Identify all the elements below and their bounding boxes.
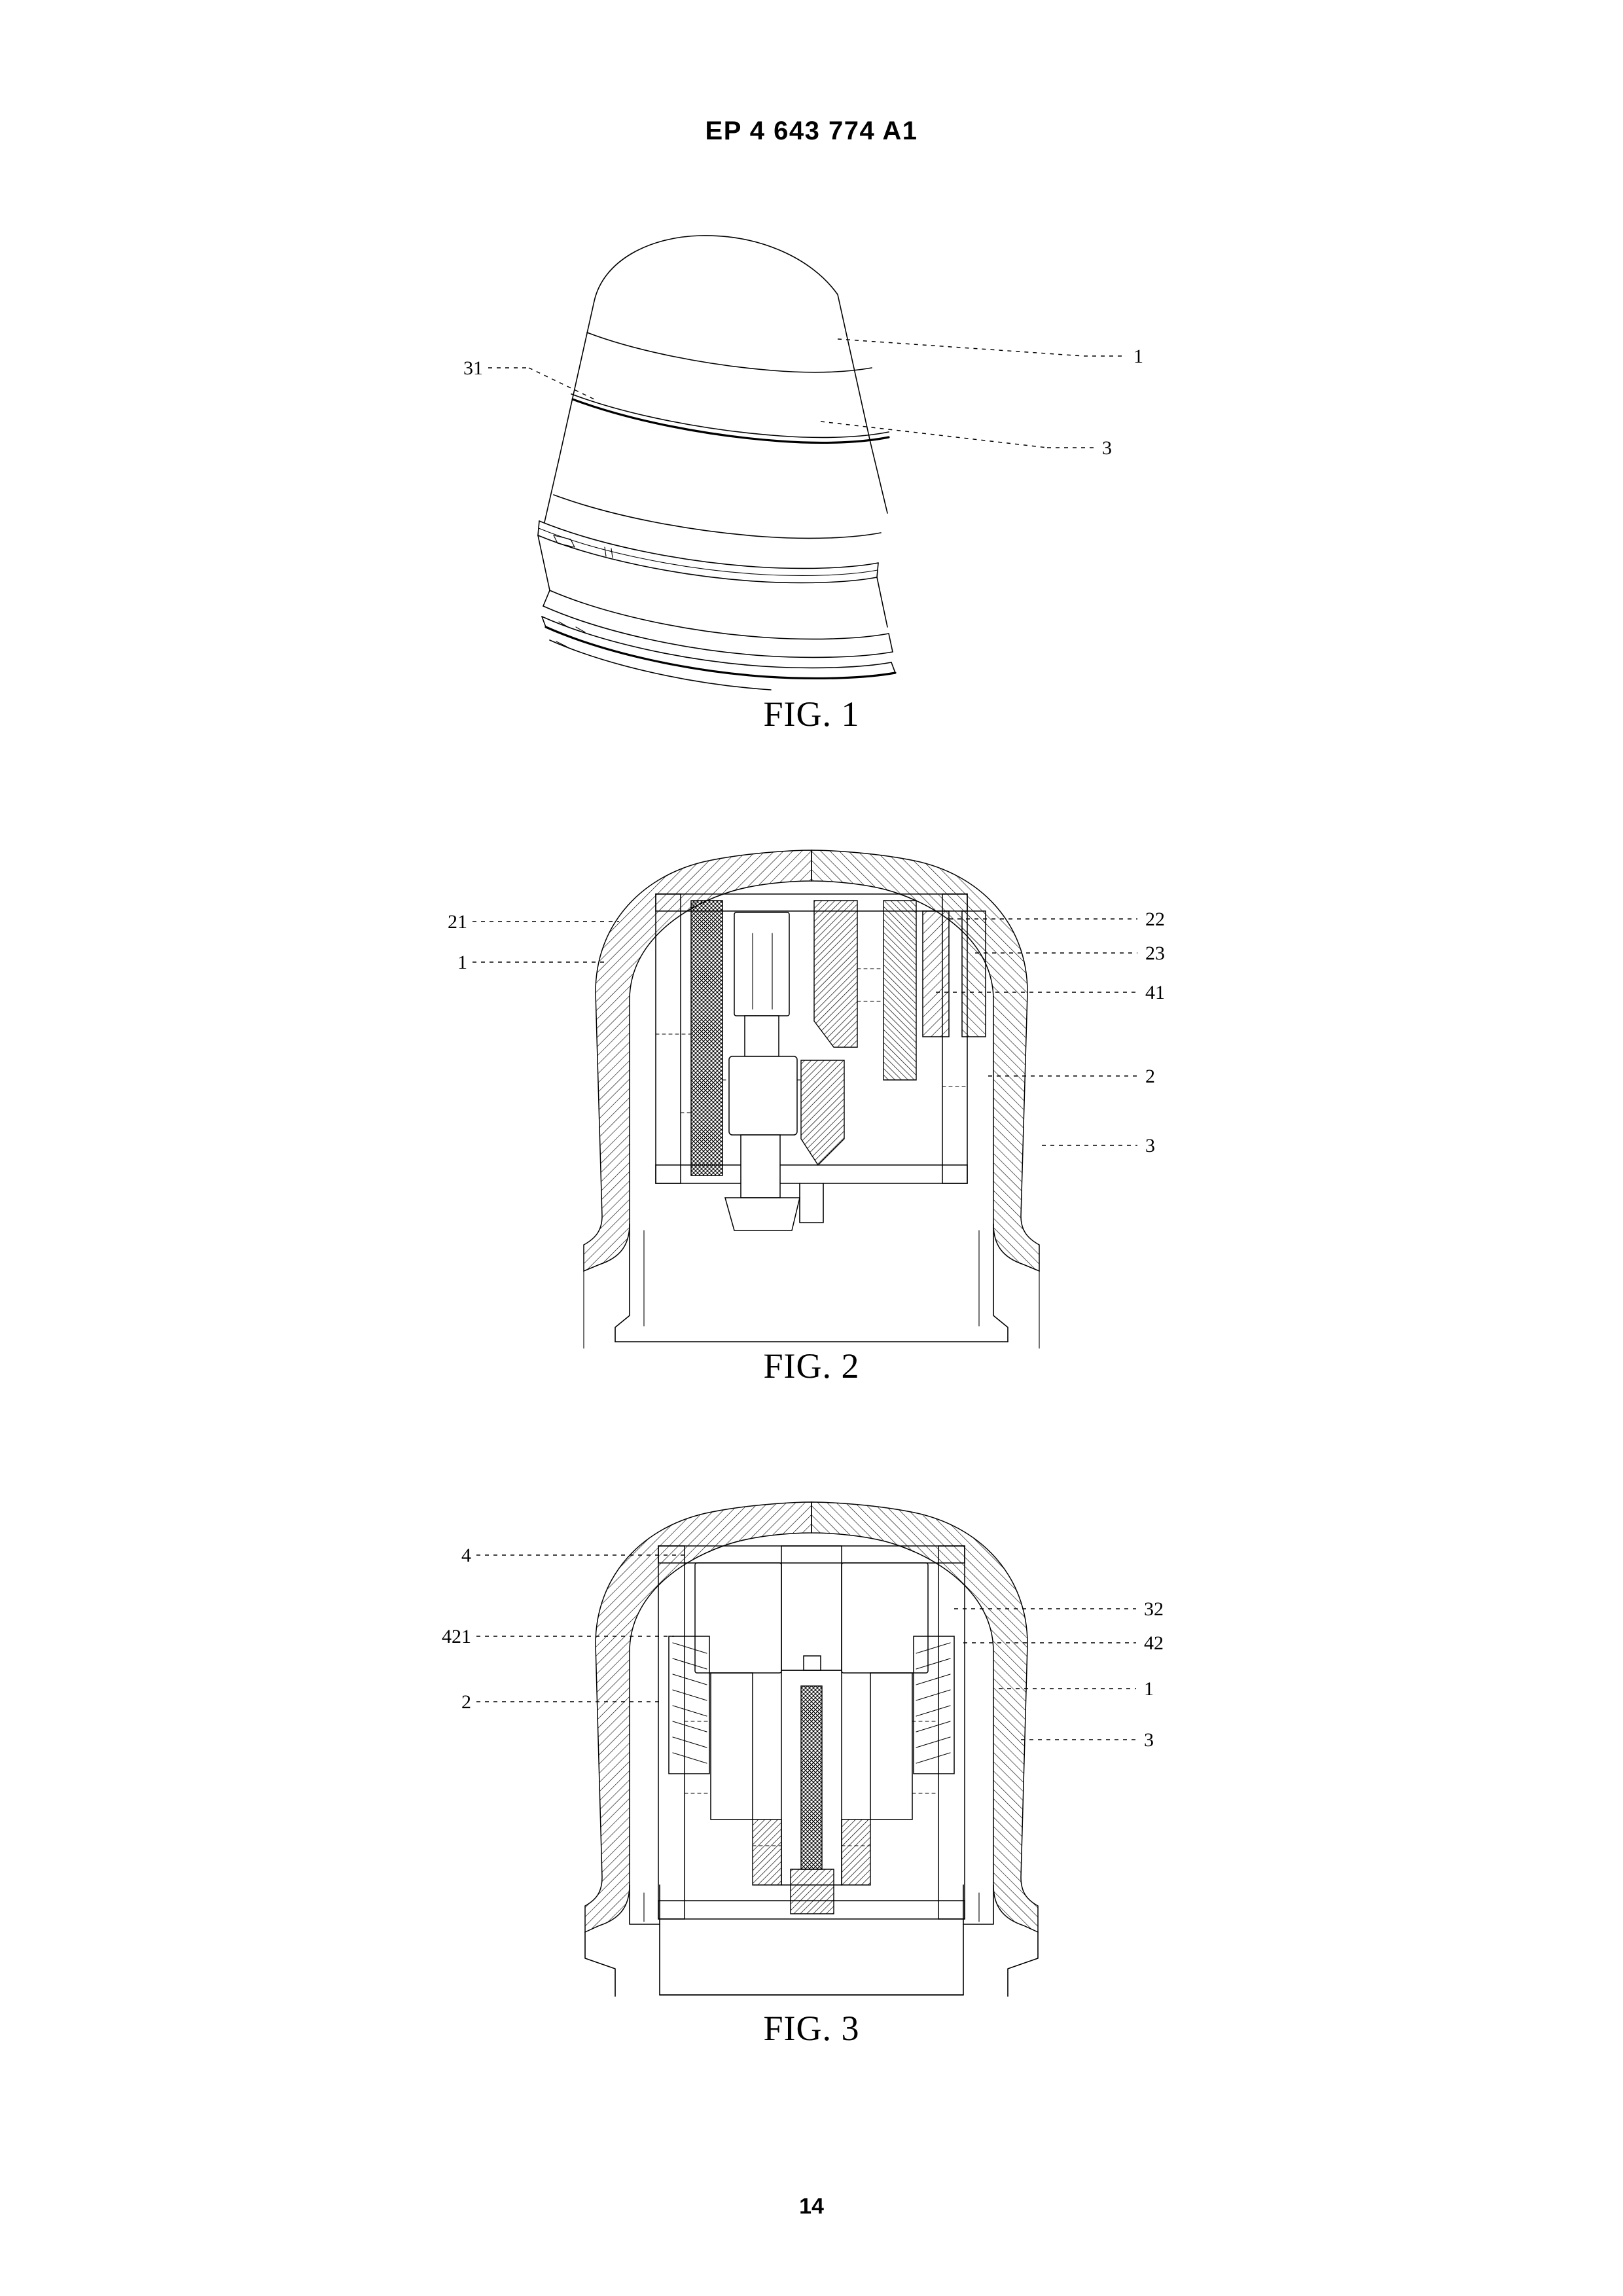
fig2-reference-41: 41	[936, 982, 1165, 1003]
fig3-ref-label-1: 1	[1144, 1678, 1154, 1700]
figure-2-caption: FIG. 2	[763, 1346, 860, 1386]
fig3-reference-1: 1	[999, 1678, 1154, 1700]
fig1-reference-1: 1	[837, 338, 1143, 367]
fig3-outer-shell-1	[584, 1501, 1039, 1933]
fig1-grip-band	[571, 393, 890, 444]
figure-2-drawing: 21 1 22 23 41 2 3	[448, 850, 1165, 1349]
fig2-reference-3: 3	[1042, 1135, 1155, 1157]
fig3-actuator-4	[694, 1545, 929, 1820]
fig3-spring-42	[913, 1636, 955, 1774]
fig2-plunger-assembly	[724, 912, 800, 1231]
fig2-reference-21: 21	[448, 911, 619, 933]
fig2-ref-label-3: 3	[1145, 1135, 1155, 1157]
fig2-hatched-seal-23	[922, 910, 986, 1037]
fig3-ref-label-4: 4	[461, 1545, 471, 1566]
fig2-ref-label-1: 1	[457, 952, 467, 973]
figure-2-block: 21 1 22 23 41 2 3 FIG	[0, 772, 1623, 1386]
fig3-ref-label-42: 42	[1144, 1632, 1164, 1654]
fig3-spring-421	[668, 1636, 710, 1774]
fig3-inner-housing-2	[658, 1545, 965, 1920]
fig1-reference-3: 3	[820, 421, 1112, 459]
fig1-reference-31: 31	[463, 357, 595, 400]
fig3-base-skirt-3	[584, 1884, 1039, 1997]
fig2-reference-2: 2	[988, 1066, 1155, 1087]
fig2-ref-label-22: 22	[1145, 908, 1165, 930]
fig3-hatched-seals	[752, 1819, 871, 1886]
fig2-base-skirt-3	[615, 1223, 1008, 1342]
fig2-ref-label-2: 2	[1145, 1066, 1155, 1087]
fig2-internal-detail-lines	[655, 968, 968, 1113]
fig3-ref-label-421: 421	[442, 1626, 471, 1647]
fig2-reference-1: 1	[457, 952, 609, 973]
fig2-ref-label-41: 41	[1145, 982, 1165, 1003]
fig3-ref-label-3: 3	[1144, 1729, 1154, 1751]
fig2-ref-label-23: 23	[1145, 942, 1165, 964]
fig1-lower-seam	[553, 494, 882, 539]
fig3-ref-label-2: 2	[461, 1691, 471, 1713]
fig2-ref-label-21: 21	[448, 911, 467, 933]
fig3-reference-32: 32	[954, 1598, 1164, 1620]
fig1-ref-label-1: 1	[1133, 346, 1143, 367]
fig3-reference-2: 2	[461, 1691, 661, 1713]
fig1-upper-seam	[586, 332, 872, 373]
fig3-reference-4: 4	[461, 1545, 687, 1566]
fig1-cap-body	[544, 235, 888, 523]
fig2-hatched-seal-22	[813, 900, 917, 1081]
fig2-spring-21	[690, 900, 723, 1176]
fig1-ref-label-31: 31	[463, 357, 483, 379]
fig2-reference-22: 22	[949, 908, 1165, 930]
fig3-reference-421: 421	[442, 1626, 674, 1647]
fig3-ref-label-32: 32	[1144, 1598, 1164, 1620]
fig1-collar-ring-31	[537, 520, 879, 584]
fig2-reference-23: 23	[975, 942, 1165, 964]
figure-1-drawing: 1 3 31	[463, 235, 1143, 691]
figure-3-block: 4 421 2 32 42 1 3 FIG	[0, 1427, 1623, 2049]
fig1-skirt	[537, 535, 889, 640]
fig3-reference-3: 3	[1021, 1729, 1154, 1751]
fig3-valve-stem-32	[781, 1655, 842, 1914]
figure-1-caption: FIG. 1	[763, 694, 860, 734]
fig3-internal-detail-lines	[684, 1721, 939, 1846]
fig1-ref-label-3: 3	[1102, 437, 1112, 459]
fig2-hatched-wedge-41	[800, 1060, 845, 1166]
fig3-reference-42: 42	[963, 1632, 1164, 1654]
figure-3-drawing: 4 421 2 32 42 1 3	[442, 1501, 1164, 1997]
publication-number-header: EP 4 643 774 A1	[705, 117, 918, 145]
figure-1-block: 1 3 31 FIG. 1	[0, 190, 1623, 734]
fig1-base-rings	[541, 590, 897, 691]
page-number-footer: 14	[799, 2194, 824, 2219]
figure-3-caption: FIG. 3	[763, 2009, 860, 2048]
